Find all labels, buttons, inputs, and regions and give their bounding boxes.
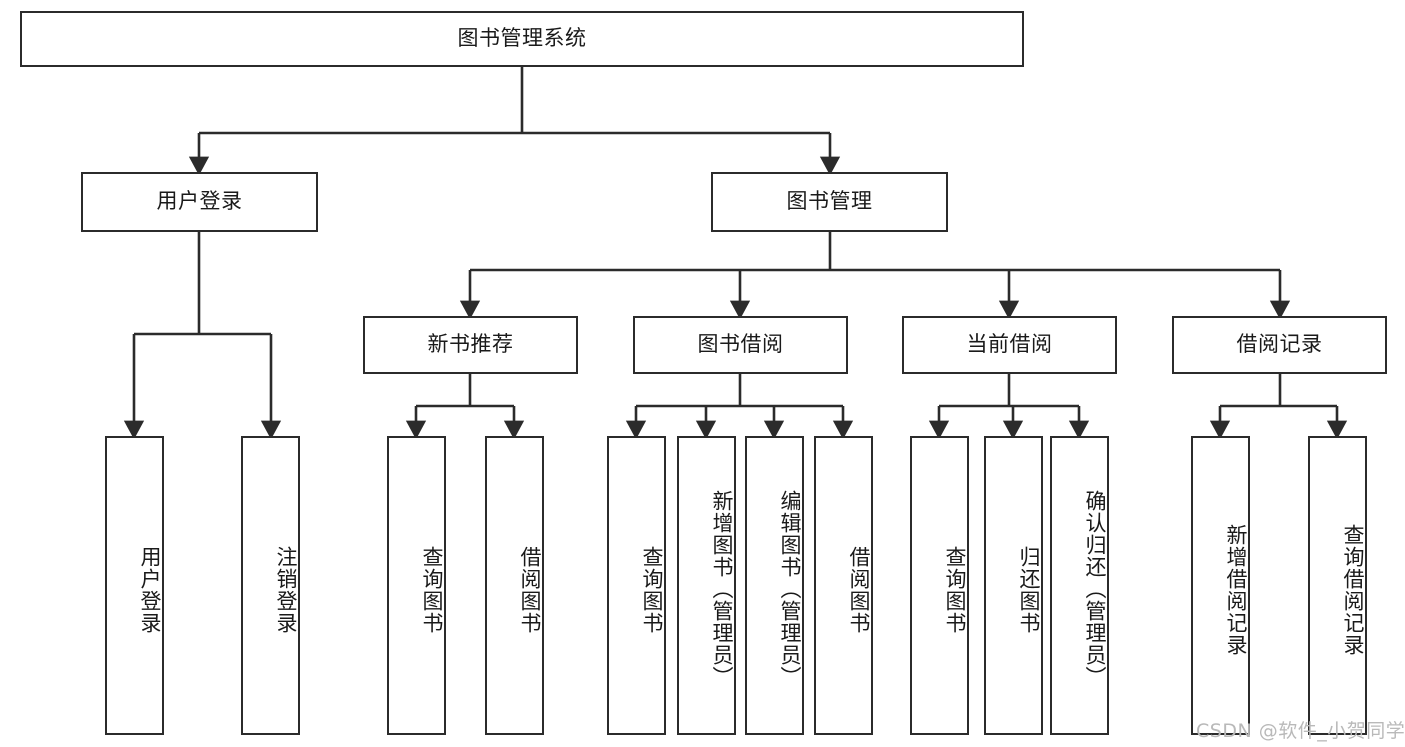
node-user-login[interactable]: 用户登录 [81,172,318,232]
node-leaf-user-login[interactable]: 用户登录 [105,436,164,735]
node-leaf-query-book-recommend-label: 查询图书 [420,545,444,634]
node-leaf-query-borrow-record[interactable]: 查询借阅记录 [1308,436,1367,735]
node-leaf-query-book-borrow[interactable]: 查询图书 [607,436,666,735]
node-current-borrow[interactable]: 当前借阅 [902,316,1117,374]
node-leaf-confirm-return-admin[interactable]: 确认归还（管理员） [1050,436,1109,735]
node-root[interactable]: 图书管理系统 [20,11,1024,67]
node-leaf-edit-book-admin[interactable]: 编辑图书（管理员） [745,436,804,735]
node-leaf-add-book-admin-label: 新增图书（管理员） [710,489,734,688]
node-leaf-user-login-label: 用户登录 [138,545,162,634]
node-leaf-query-book-current-label: 查询图书 [943,545,967,634]
node-user-login-label: 用户登录 [156,189,243,214]
node-leaf-borrow-book-recommend-label: 借阅图书 [518,545,542,634]
node-book-borrow[interactable]: 图书借阅 [633,316,848,374]
node-leaf-logout[interactable]: 注销登录 [241,436,300,735]
node-book-manage-label: 图书管理 [786,189,873,214]
node-book-manage[interactable]: 图书管理 [711,172,948,232]
node-borrow-record[interactable]: 借阅记录 [1172,316,1387,374]
node-new-book-recommend-label: 新书推荐 [427,332,514,357]
node-current-borrow-label: 当前借阅 [966,332,1053,357]
csdn-watermark: CSDN @软件_小贺同学 [1196,720,1405,742]
node-leaf-edit-book-admin-label: 编辑图书（管理员） [778,489,802,688]
node-new-book-recommend[interactable]: 新书推荐 [363,316,578,374]
node-book-borrow-label: 图书借阅 [697,332,784,357]
node-leaf-borrow-book-recommend[interactable]: 借阅图书 [485,436,544,735]
node-leaf-add-borrow-record-label: 新增借阅记录 [1224,523,1248,656]
node-leaf-add-borrow-record[interactable]: 新增借阅记录 [1191,436,1250,735]
node-leaf-return-book-label: 归还图书 [1017,545,1041,634]
node-root-label: 图书管理系统 [457,26,587,51]
node-borrow-record-label: 借阅记录 [1236,332,1323,357]
node-leaf-borrow-book[interactable]: 借阅图书 [814,436,873,735]
node-leaf-return-book[interactable]: 归还图书 [984,436,1043,735]
node-leaf-query-book-recommend[interactable]: 查询图书 [387,436,446,735]
node-leaf-confirm-return-admin-label: 确认归还（管理员） [1083,489,1107,688]
node-leaf-borrow-book-label: 借阅图书 [847,545,871,634]
node-leaf-add-book-admin[interactable]: 新增图书（管理员） [677,436,736,735]
node-leaf-logout-label: 注销登录 [274,545,298,634]
node-leaf-query-borrow-record-label: 查询借阅记录 [1341,523,1365,656]
node-leaf-query-book-current[interactable]: 查询图书 [910,436,969,735]
node-leaf-query-book-borrow-label: 查询图书 [640,545,664,634]
